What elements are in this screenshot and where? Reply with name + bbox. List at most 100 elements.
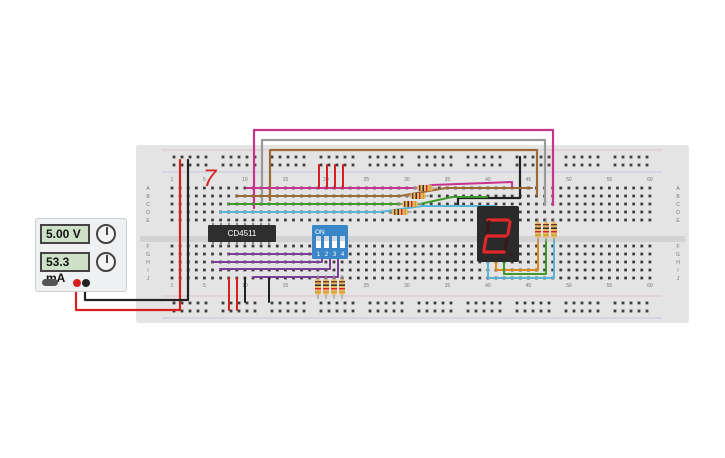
rail-hole[interactable]: [319, 301, 323, 305]
rail-hole[interactable]: [596, 163, 600, 167]
breadboard-hole[interactable]: [324, 218, 328, 222]
breadboard-hole[interactable]: [535, 218, 538, 222]
breadboard-hole[interactable]: [259, 244, 263, 248]
rail-hole[interactable]: [172, 301, 176, 305]
rail-hole[interactable]: [400, 301, 404, 305]
breadboard-hole[interactable]: [616, 202, 619, 206]
rail-hole[interactable]: [645, 163, 649, 167]
breadboard-hole[interactable]: [437, 218, 441, 222]
breadboard-hole[interactable]: [535, 194, 538, 198]
breadboard-hole[interactable]: [616, 218, 619, 222]
breadboard-hole[interactable]: [227, 186, 231, 190]
rail-hole[interactable]: [319, 155, 323, 159]
breadboard-hole[interactable]: [194, 186, 198, 190]
rail-hole[interactable]: [278, 163, 282, 167]
breadboard-hole[interactable]: [397, 252, 401, 256]
breadboard-hole[interactable]: [421, 260, 425, 264]
rail-hole[interactable]: [580, 155, 584, 159]
rail-hole[interactable]: [384, 301, 388, 305]
breadboard-hole[interactable]: [348, 218, 352, 222]
breadboard-hole[interactable]: [486, 202, 490, 206]
rail-hole[interactable]: [645, 301, 649, 305]
breadboard-hole[interactable]: [194, 252, 198, 256]
rail-hole[interactable]: [613, 155, 617, 159]
breadboard-hole[interactable]: [608, 186, 611, 190]
breadboard-hole[interactable]: [389, 218, 393, 222]
breadboard-hole[interactable]: [397, 276, 401, 280]
breadboard-hole[interactable]: [437, 202, 441, 206]
breadboard-hole[interactable]: [527, 202, 530, 206]
breadboard-hole[interactable]: [235, 186, 239, 190]
breadboard-hole[interactable]: [470, 218, 474, 222]
breadboard-hole[interactable]: [470, 202, 474, 206]
rail-hole[interactable]: [498, 309, 502, 313]
rail-hole[interactable]: [498, 155, 502, 159]
breadboard-hole[interactable]: [275, 244, 279, 248]
rail-hole[interactable]: [294, 155, 298, 159]
breadboard-hole[interactable]: [616, 252, 619, 256]
breadboard-hole[interactable]: [397, 260, 401, 264]
rail-hole[interactable]: [229, 155, 233, 159]
breadboard-hole[interactable]: [559, 276, 563, 280]
breadboard-hole[interactable]: [454, 218, 457, 222]
rail-hole[interactable]: [596, 309, 600, 313]
breadboard-hole[interactable]: [446, 244, 449, 248]
rail-hole[interactable]: [221, 301, 225, 305]
breadboard-hole[interactable]: [194, 202, 198, 206]
breadboard-hole[interactable]: [194, 260, 198, 264]
breadboard-hole[interactable]: [340, 218, 344, 222]
resistor-b[interactable]: [406, 193, 430, 199]
rail-hole[interactable]: [433, 163, 437, 167]
rail-hole[interactable]: [278, 309, 282, 313]
rail-hole[interactable]: [621, 309, 625, 313]
breadboard-hole[interactable]: [389, 276, 393, 280]
breadboard-hole[interactable]: [591, 260, 595, 264]
rail-hole[interactable]: [596, 155, 600, 159]
breadboard-hole[interactable]: [599, 186, 603, 190]
rail-hole[interactable]: [433, 309, 437, 313]
breadboard-hole[interactable]: [421, 252, 425, 256]
breadboard-hole[interactable]: [356, 260, 360, 264]
breadboard-hole[interactable]: [365, 268, 368, 272]
breadboard-hole[interactable]: [397, 244, 401, 248]
rail-hole[interactable]: [417, 301, 421, 305]
rail-hole[interactable]: [425, 301, 429, 305]
breadboard-hole[interactable]: [413, 218, 417, 222]
rail-hole[interactable]: [188, 309, 192, 313]
breadboard-hole[interactable]: [575, 194, 579, 198]
breadboard-hole[interactable]: [356, 276, 360, 280]
breadboard-hole[interactable]: [170, 260, 174, 264]
breadboard-hole[interactable]: [170, 276, 174, 280]
breadboard-hole[interactable]: [608, 252, 611, 256]
breadboard-hole[interactable]: [437, 276, 441, 280]
rail-hole[interactable]: [474, 301, 478, 305]
breadboard-hole[interactable]: [583, 268, 587, 272]
breadboard-hole[interactable]: [454, 244, 457, 248]
breadboard-hole[interactable]: [454, 268, 457, 272]
breadboard-hole[interactable]: [559, 260, 563, 264]
breadboard-hole[interactable]: [203, 276, 206, 280]
breadboard-hole[interactable]: [591, 276, 595, 280]
rail-hole[interactable]: [286, 301, 290, 305]
rail-hole[interactable]: [327, 309, 331, 313]
rail-hole[interactable]: [523, 301, 527, 305]
breadboard-hole[interactable]: [591, 244, 595, 248]
resistor-a[interactable]: [413, 185, 437, 191]
breadboard-hole[interactable]: [599, 218, 603, 222]
breadboard-hole[interactable]: [348, 268, 352, 272]
breadboard-hole[interactable]: [470, 244, 474, 248]
breadboard-hole[interactable]: [243, 218, 247, 222]
rail-hole[interactable]: [221, 309, 225, 313]
breadboard-hole[interactable]: [340, 268, 344, 272]
breadboard-hole[interactable]: [510, 202, 514, 206]
rail-hole[interactable]: [441, 155, 445, 159]
breadboard-hole[interactable]: [348, 260, 352, 264]
rail-hole[interactable]: [466, 163, 470, 167]
rail-hole[interactable]: [335, 155, 339, 159]
breadboard-hole[interactable]: [421, 244, 425, 248]
breadboard-hole[interactable]: [356, 244, 360, 248]
breadboard-hole[interactable]: [632, 194, 636, 198]
rail-hole[interactable]: [376, 309, 380, 313]
breadboard-hole[interactable]: [381, 218, 384, 222]
